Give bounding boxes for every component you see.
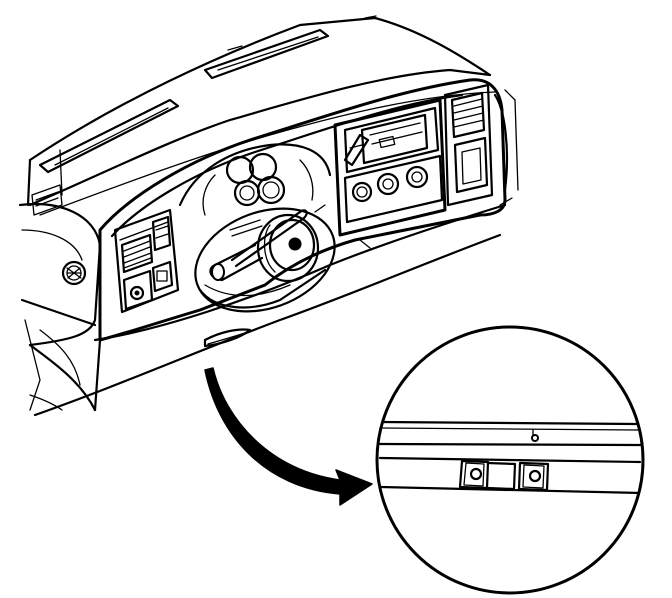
left-vent-tab	[151, 215, 172, 252]
gauge-bottom-right	[256, 175, 286, 205]
center-stack	[333, 98, 447, 237]
side-air-vent	[61, 260, 87, 286]
defrost-vent-center	[203, 28, 330, 80]
left-small-switch	[151, 260, 174, 293]
steering-column-hub	[256, 213, 320, 283]
right-air-vent-lower	[453, 136, 489, 194]
curved-arrow-icon	[204, 367, 373, 506]
headlamp-switch	[122, 269, 154, 311]
instrument-cluster-bezel	[98, 78, 507, 342]
left-switch-bank	[113, 208, 180, 314]
hvac-controls	[343, 154, 444, 224]
dashboard-top	[26, 16, 496, 216]
detail-view-contents	[378, 420, 642, 495]
right-air-vent-upper	[450, 91, 486, 139]
right-dash-vents	[443, 83, 519, 207]
radio-unit	[343, 113, 429, 167]
left-dash-vent	[120, 233, 154, 274]
magnifier-circle-icon	[375, 325, 645, 595]
lower-trim-access-slot	[203, 328, 252, 348]
hvac-knob-center	[376, 172, 400, 196]
lower-panel	[29, 203, 507, 417]
gauge-cluster	[225, 152, 286, 207]
left-side-panel	[18, 184, 102, 412]
hvac-knob-right	[405, 165, 429, 189]
gauge-bottom-left	[233, 179, 261, 207]
defrost-vent-left	[38, 98, 180, 174]
gauge-top-left	[225, 155, 255, 185]
hvac-knob-left	[351, 181, 373, 203]
defrost-vents	[38, 15, 377, 174]
fastener-clip-right	[517, 461, 550, 492]
steering-column	[194, 204, 336, 313]
